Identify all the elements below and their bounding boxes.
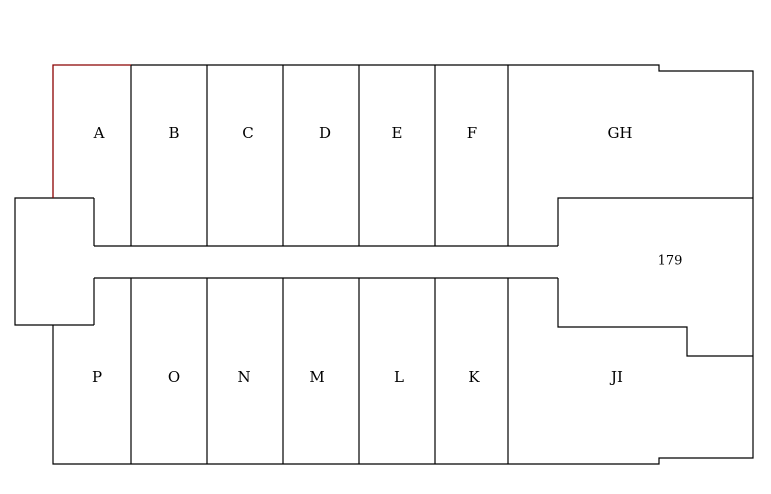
unit-ji-area[interactable] [508,278,753,464]
unit-n-area[interactable] [207,278,283,464]
wall-179-bottom [557,278,753,357]
unit-o-area[interactable] [131,278,207,464]
unit-d-area[interactable] [283,65,359,246]
unit-b-area[interactable] [131,65,207,246]
unit-c-area[interactable] [207,65,283,246]
unit-p-area[interactable] [53,278,131,464]
walls [14,64,754,465]
unit-a-highlight-outline [52,64,131,198]
unit-a-area[interactable] [53,65,131,246]
unit-gh-area[interactable] [508,65,753,246]
unit-areas [15,65,753,464]
unit-l-area[interactable] [359,278,435,464]
unit-179-area[interactable] [558,198,753,356]
wall-entrance [14,197,53,326]
wall-179-outline [557,197,753,246]
unit-e-area[interactable] [359,65,435,246]
wall-top-outer [52,64,754,465]
unit-k-area[interactable] [435,278,508,464]
entrance-area[interactable] [15,198,94,325]
unit-f-area[interactable] [435,65,508,246]
unit-m-area[interactable] [283,278,359,464]
